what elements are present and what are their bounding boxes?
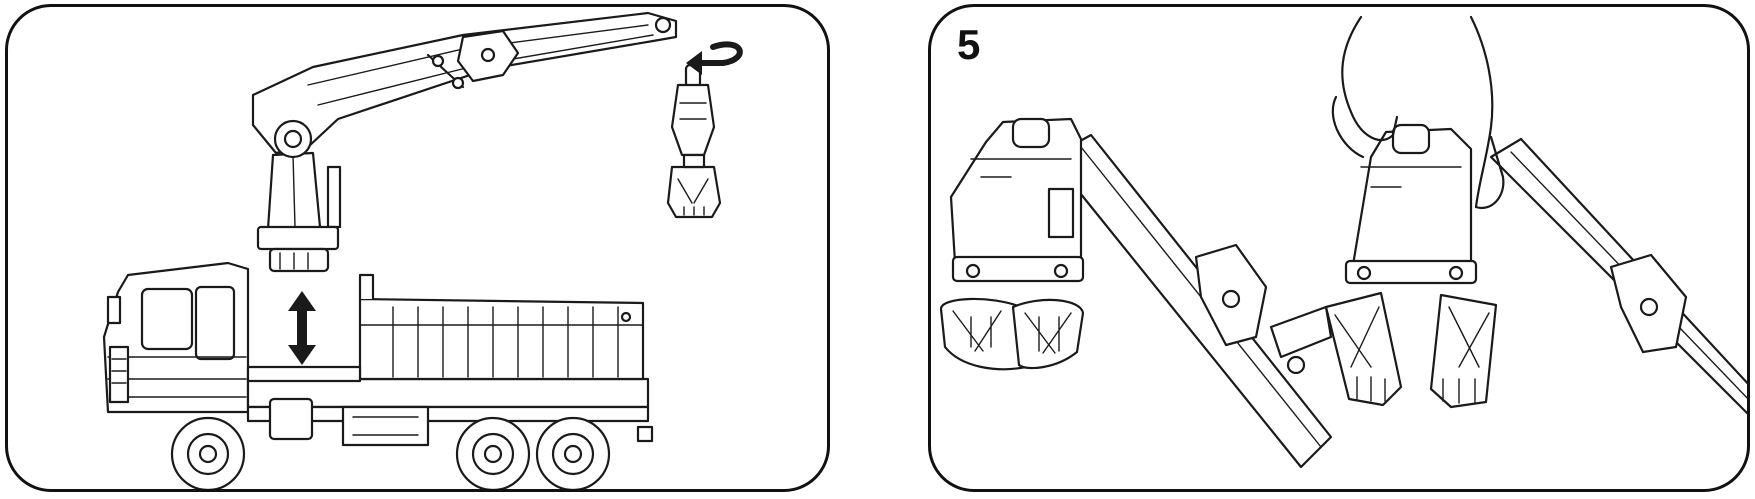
- rotate-arrow-icon: [686, 41, 743, 75]
- instruction-panel-crane-truck: [5, 4, 830, 492]
- dump-truck: [102, 261, 654, 489]
- crane-truck-illustration: [102, 11, 743, 489]
- crane-boom: [251, 11, 678, 273]
- grab-attachment: [666, 63, 722, 219]
- grab-open-with-hand: [1324, 15, 1747, 415]
- up-down-arrow-icon: [288, 291, 316, 365]
- instruction-panel-step-5: 5: [928, 4, 1750, 492]
- step-number: 5: [957, 21, 981, 68]
- grab-operation-illustration: [939, 15, 1747, 469]
- grab-closed: [939, 117, 1333, 469]
